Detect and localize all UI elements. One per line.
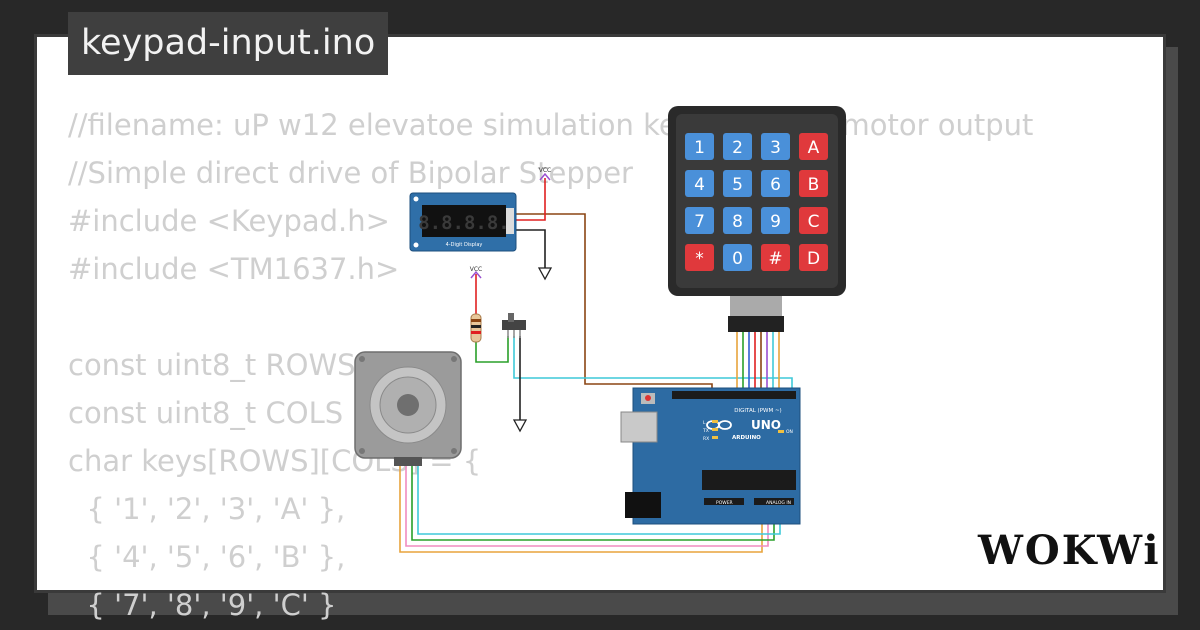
wokwi-logo: WOKWi [978, 527, 1161, 574]
keypad-key[interactable]: 0 [723, 244, 752, 271]
keypad-key-label: 1 [694, 138, 705, 158]
vcc-symbol: VCC [539, 167, 551, 181]
keypad-key[interactable]: C [799, 207, 828, 234]
keypad-key-label: B [808, 175, 820, 195]
digital-label: DIGITAL (PWM ~) [734, 408, 781, 414]
keypad-key[interactable]: 2 [723, 133, 752, 160]
keypad-key[interactable]: A [799, 133, 828, 160]
keypad-key-label: 2 [732, 138, 743, 158]
wire-motor-c [411, 466, 775, 541]
power-label: POWER [716, 500, 733, 506]
keypad-key-label: 6 [770, 175, 781, 195]
code-line: #include <TM1637.h> [68, 252, 400, 286]
slide-switch[interactable] [502, 313, 526, 338]
keypad-key[interactable]: 1 [685, 133, 714, 160]
keypad-key-label: * [695, 249, 704, 269]
keypad-key[interactable]: D [799, 244, 828, 271]
led-label: TX [702, 428, 709, 434]
wire-display-gnd [514, 229, 546, 268]
keypad-key[interactable]: 7 [685, 207, 714, 234]
digital-header [672, 391, 796, 399]
led-label: L [703, 420, 706, 426]
ground-symbol [512, 419, 528, 433]
keypad-key[interactable]: * [685, 244, 714, 271]
code-line: { '7', '8', '9', 'C' } [68, 588, 337, 622]
display-caption: 4-Digit Display [446, 242, 483, 248]
led-label: ON [786, 429, 793, 435]
wire-switch-pin [513, 336, 793, 393]
stepper-motor[interactable] [354, 351, 462, 466]
keypad-key[interactable]: # [761, 244, 790, 271]
keypad-key-label: # [768, 249, 782, 269]
vcc-symbol: VCC [470, 266, 482, 279]
project-card[interactable] [34, 34, 1166, 593]
keypad-key[interactable]: 4 [685, 170, 714, 197]
keypad-key[interactable]: 8 [723, 207, 752, 234]
keypad-key[interactable]: 6 [761, 170, 790, 197]
code-line: { '4', '5', '6', 'B' }, [68, 540, 346, 574]
board-model: UNO [751, 418, 781, 432]
project-title[interactable]: keypad-input.ino [68, 12, 389, 75]
keypad-key-label: 7 [694, 212, 705, 232]
keypad-key-label: 4 [694, 175, 705, 195]
keypad-key-label: D [807, 249, 820, 269]
code-line: #include <Keypad.h> [68, 204, 390, 238]
analog-label: ANALOG IN [766, 500, 791, 506]
arduino-uno[interactable]: DIGITAL (PWM ~) UNO ARDUINO L TX RX ON P… [620, 387, 801, 525]
keypad-key-label: A [808, 138, 820, 158]
atmega-chip [702, 470, 796, 490]
keypad-key[interactable]: 9 [761, 207, 790, 234]
wire-display-clk [514, 213, 713, 393]
code-line: //Simple direct drive of Bipolar Stepper [68, 156, 633, 190]
keypad-key-label: 3 [770, 138, 781, 158]
keypad-key[interactable]: B [799, 170, 828, 197]
tm1637-display[interactable]: 8.8.8.8. 4-Digit Display [409, 192, 517, 252]
membrane-keypad[interactable]: 1 2 3 A 4 5 6 B 7 8 9 C * 0 # D [668, 106, 846, 332]
wire-display-vcc [514, 178, 546, 221]
analog-header [754, 498, 794, 505]
power-jack [625, 492, 661, 518]
wire-switch-resistor [475, 336, 509, 363]
wire-motor-b [405, 466, 769, 547]
code-line: char keys[ROWS][COLS] = { [68, 444, 482, 478]
keypad-key-label: 0 [732, 249, 743, 269]
code-preview: //filename: uP w12 elevatoe simulation k… [68, 101, 1033, 629]
keypad-key-label: C [808, 212, 820, 232]
usb-port [620, 411, 658, 443]
vcc-label: VCC [470, 266, 482, 273]
keypad-key-label: 8 [732, 212, 743, 232]
led-label: RX [703, 436, 709, 442]
resistor[interactable] [470, 313, 482, 343]
code-line: { '1', '2', '3', 'A' }, [68, 492, 346, 526]
vcc-label: VCC [539, 167, 551, 174]
keypad-key-label: 9 [770, 212, 781, 232]
power-header [704, 498, 744, 505]
wire-motor-a [399, 466, 763, 553]
keypad-key[interactable]: 5 [723, 170, 752, 197]
board-brand: ARDUINO [732, 435, 761, 441]
keypad-key[interactable]: 3 [761, 133, 790, 160]
display-digits: 8.8.8.8. [418, 212, 510, 234]
ground-symbol [537, 267, 553, 281]
keypad-key-label: 5 [732, 175, 743, 195]
